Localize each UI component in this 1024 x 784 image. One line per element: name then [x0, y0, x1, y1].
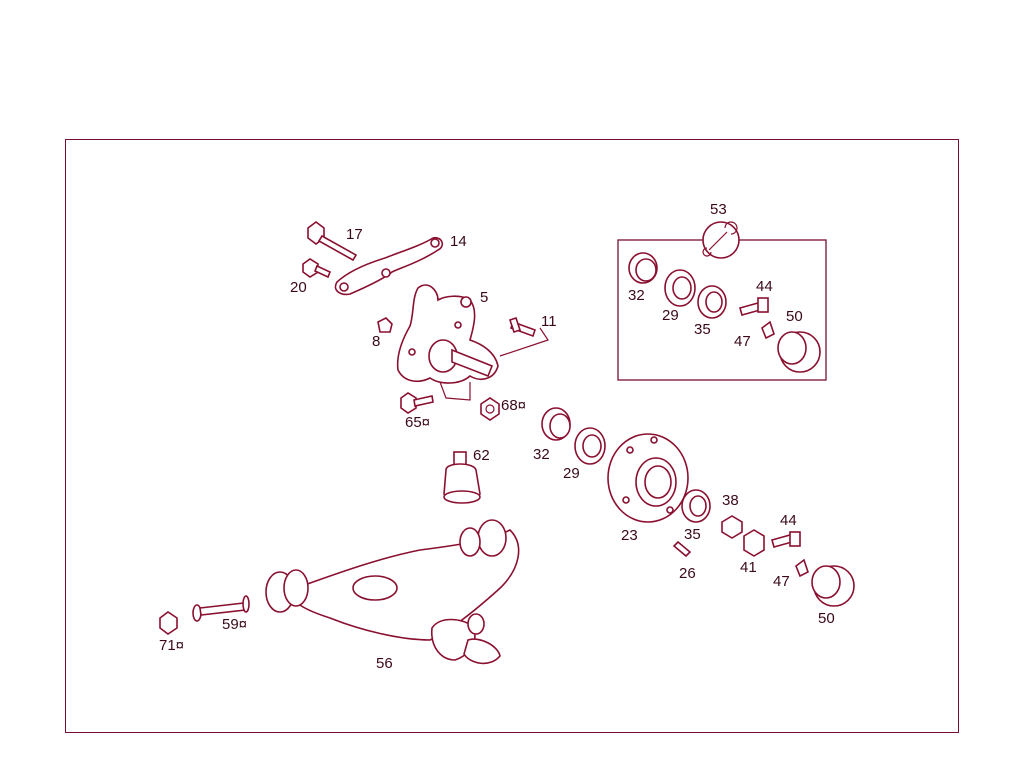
part-5-steering-knuckle[interactable] [396, 284, 499, 401]
label-56[interactable]: 56 [376, 655, 393, 672]
kit-part-29-bearing[interactable] [664, 269, 696, 307]
kit-label-32[interactable]: 32 [628, 287, 645, 304]
diagram-frame [65, 139, 959, 733]
kit-part-47-clip[interactable] [761, 320, 775, 340]
part-50-dust-cap[interactable] [811, 565, 855, 607]
kit-label-44[interactable]: 44 [756, 278, 773, 295]
part-68-nut[interactable] [480, 397, 500, 421]
label-23[interactable]: 23 [621, 527, 638, 544]
part-35-bearing[interactable] [681, 489, 711, 523]
part-62-ball-joint[interactable] [443, 451, 481, 504]
label-14[interactable]: 14 [450, 233, 467, 250]
label-44[interactable]: 44 [780, 512, 797, 529]
label-20[interactable]: 20 [290, 279, 307, 296]
part-32-seal[interactable] [541, 407, 571, 441]
part-65-bolt[interactable] [400, 392, 434, 414]
kit-part-44-bolt[interactable] [739, 297, 769, 316]
kit-label-35[interactable]: 35 [694, 321, 711, 338]
part-14-upper-link[interactable] [334, 236, 444, 296]
label-17[interactable]: 17 [346, 226, 363, 243]
part-8-plug[interactable] [377, 317, 393, 333]
part-20-nut[interactable] [302, 258, 332, 279]
leader-11 [499, 327, 549, 357]
part-47-clip[interactable] [795, 558, 809, 578]
label-29[interactable]: 29 [563, 465, 580, 482]
part-38-washer[interactable] [721, 515, 743, 539]
part-71-nut[interactable] [159, 611, 178, 635]
kit-label-50[interactable]: 50 [786, 308, 803, 325]
label-50[interactable]: 50 [818, 610, 835, 627]
part-59-bolt[interactable] [192, 595, 250, 622]
part-26-stud[interactable] [672, 540, 692, 558]
kit-label-47[interactable]: 47 [734, 333, 751, 350]
label-38[interactable]: 38 [722, 492, 739, 509]
label-41[interactable]: 41 [740, 559, 757, 576]
part-23-wheel-hub[interactable] [607, 433, 689, 523]
label-59[interactable]: 59¤ [222, 616, 247, 633]
label-62[interactable]: 62 [473, 447, 490, 464]
kit-part-50-dust-cap[interactable] [777, 331, 821, 373]
label-35[interactable]: 35 [684, 526, 701, 543]
part-11-pin[interactable] [508, 316, 537, 338]
kit-part-32-seal[interactable] [628, 252, 658, 284]
label-65[interactable]: 65¤ [405, 414, 430, 431]
label-32[interactable]: 32 [533, 446, 550, 463]
label-26[interactable]: 26 [679, 565, 696, 582]
label-68[interactable]: 68¤ [501, 397, 526, 414]
label-5[interactable]: 5 [480, 289, 488, 306]
part-17-bolt[interactable] [307, 221, 358, 262]
label-53[interactable]: 53 [710, 201, 727, 218]
part-56-lower-control-arm[interactable] [265, 519, 520, 665]
wrench-icon [702, 221, 740, 259]
label-8[interactable]: 8 [372, 333, 380, 350]
label-11[interactable]: 11 [541, 313, 557, 330]
label-71[interactable]: 71¤ [159, 637, 184, 654]
label-47[interactable]: 47 [773, 573, 790, 590]
part-44-bolt[interactable] [771, 531, 801, 548]
part-29-bearing[interactable] [574, 427, 606, 465]
part-41-nut[interactable] [743, 529, 765, 557]
kit-label-29[interactable]: 29 [662, 307, 679, 324]
kit-part-35-bearing[interactable] [697, 285, 727, 319]
